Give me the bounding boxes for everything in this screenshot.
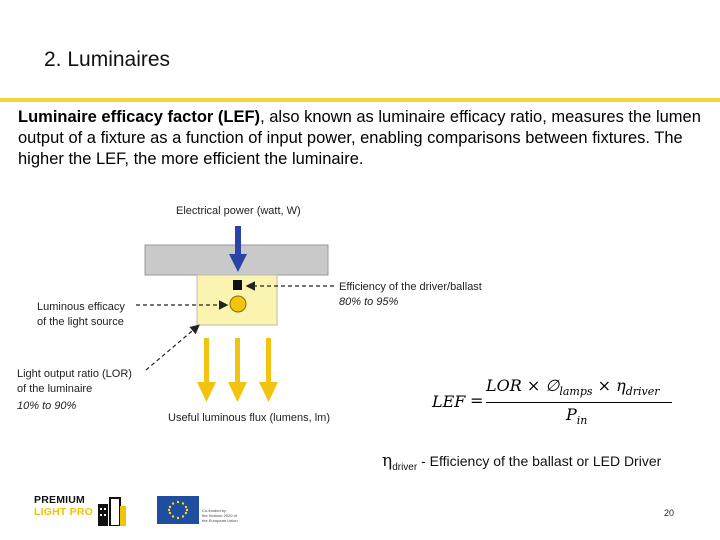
electrical-input-arrow [229, 226, 247, 272]
formula-eta-sub: driver [625, 385, 660, 399]
useful-flux-label: Useful luminous flux (lumens, lm) [168, 412, 330, 424]
intro-term: Luminaire efficacy factor (LEF) [18, 108, 261, 126]
formula-eta: η [616, 376, 626, 395]
driver-efficiency-range: 80% to 95% [339, 296, 399, 308]
eu-text-3: the European Union [202, 518, 238, 523]
lor-range: 10% to 90% [17, 400, 77, 412]
formula-denominator: Pin [566, 405, 587, 427]
lor-label-2: of the luminaire [17, 383, 93, 395]
fraction-bar [486, 402, 672, 403]
driver-icon [233, 280, 242, 290]
logo-line-2: LIGHT PRO [34, 506, 93, 518]
formula-times: × [526, 376, 541, 395]
output-arrow [259, 338, 278, 402]
luminous-efficacy-label: Luminous efficacy [37, 301, 125, 313]
electrical-power-label: Electrical power (watt, W) [176, 205, 301, 217]
formula-lhs: LEF [432, 392, 466, 411]
output-arrow [197, 338, 216, 402]
luminaire-diagram [136, 226, 334, 402]
formula-numerator: LOR × ∅lamps × ηdriver [486, 376, 660, 398]
slide-title: 2. Luminaires [44, 48, 171, 71]
eu-text-1: Co-funded by [202, 508, 227, 513]
driver-efficiency-label: Efficiency of the driver/ballast [339, 281, 482, 293]
building-icon [98, 497, 126, 526]
formula-equals: = [470, 391, 484, 410]
logo-line-1: PREMIUM [34, 494, 85, 506]
lamp-icon [229, 295, 247, 313]
premium-light-pro-logo: PREMIUM LIGHT PRO [34, 494, 134, 526]
eu-flag-icon [157, 496, 199, 524]
driver-note-dash: - [421, 453, 426, 469]
eu-text-2: the Horizon 2020 of [202, 513, 237, 518]
driver-note-eta: η [382, 451, 393, 471]
luminous-efficacy-label-2: of the light source [37, 316, 124, 328]
lor-label: Light output ratio (LOR) [17, 368, 132, 380]
intro-paragraph: Luminaire efficacy factor (LEF), also kn… [18, 107, 708, 170]
formula-phi-sub: lamps [559, 385, 593, 399]
driver-note-eta-sub: driver [392, 461, 418, 473]
output-arrow [228, 338, 247, 402]
lef-formula: LEF = LOR × ∅lamps × ηdriver Pin [428, 372, 688, 432]
lor-leader [145, 324, 200, 371]
page-number: 20 [664, 508, 675, 518]
title-divider [0, 98, 720, 102]
eu-funding-text: Co-funded by the Horizon 2020 of the Eur… [202, 508, 238, 523]
formula-p-sub: in [576, 414, 588, 428]
formula-p: P [566, 405, 577, 424]
formula-phi: ∅ [545, 376, 560, 395]
driver-note: ηdriver - Efficiency of the ballast or L… [382, 451, 661, 473]
driver-note-text: Efficiency of the ballast or LED Driver [429, 453, 662, 469]
formula-times-2: × [597, 376, 612, 395]
formula-lor: LOR [486, 376, 522, 395]
intro-text: , also known as luminaire efficacy ratio… [18, 108, 701, 168]
